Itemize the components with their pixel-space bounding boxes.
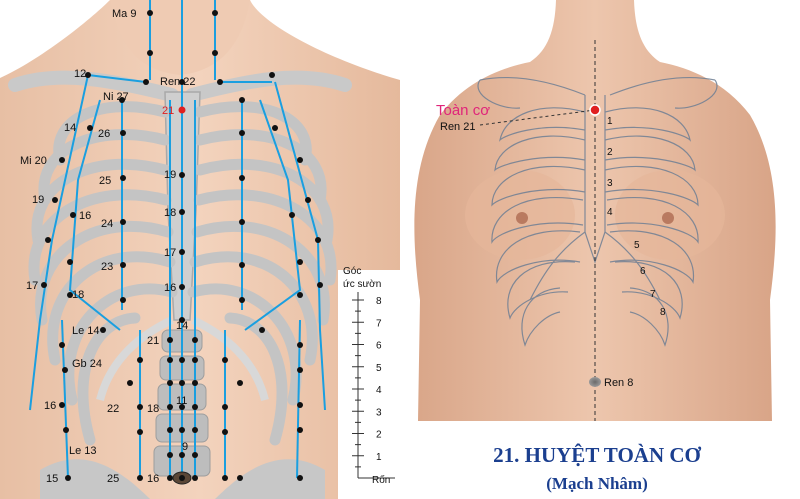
- label-18-lower: 18: [147, 403, 159, 415]
- svg-text:5: 5: [634, 240, 640, 251]
- label-21-lower: 21: [147, 335, 159, 347]
- scale-title-line1: Góc: [343, 266, 361, 277]
- scale-tick-label: 4: [376, 385, 382, 396]
- label-mi20: Mi 20: [20, 155, 47, 167]
- label-21-red: 21: [162, 105, 174, 117]
- label-ma9: Ma 9: [112, 8, 136, 20]
- right-torso-panel: Toàn cơ Ren 21 1 2 3 4 5 6 7 8 Ren 8: [400, 0, 800, 421]
- navel-point-label: Ren 8: [604, 377, 633, 389]
- scale-tick-label: 2: [376, 430, 382, 441]
- scale-tick-label: 7: [376, 318, 382, 329]
- label-17-side: 17: [26, 280, 38, 292]
- scale-tick-label: 8: [376, 296, 382, 307]
- label-25-lower: 25: [107, 473, 119, 485]
- label-16-center: 16: [164, 282, 176, 294]
- label-19-side: 19: [32, 194, 44, 206]
- svg-text:4: 4: [607, 207, 613, 218]
- label-18-upper: 18: [164, 207, 176, 219]
- label-26: 26: [98, 128, 110, 140]
- label-9: 9: [182, 441, 188, 453]
- costal-angle-scale: Góc ức sườn 8 7 6 5 4 3 2 1 Rốn: [338, 266, 400, 499]
- scale-title-line2: ức sườn: [343, 279, 381, 290]
- svg-text:2: 2: [607, 147, 613, 158]
- svg-text:7: 7: [650, 289, 656, 300]
- point-name-label: Toàn cơ: [436, 102, 490, 119]
- label-le13: Le 13: [69, 445, 97, 457]
- ren21-point-left: [178, 106, 186, 114]
- label-12: 12: [74, 68, 86, 80]
- label-15: 15: [46, 473, 58, 485]
- label-14-center: 14: [176, 320, 188, 332]
- toan-co-point: [589, 104, 601, 116]
- svg-text:3: 3: [607, 178, 613, 189]
- point-code-label: Ren 21: [440, 121, 475, 133]
- label-ren22: Ren 22: [160, 76, 195, 88]
- label-14: 14: [64, 122, 76, 134]
- label-19-upper: 19: [164, 169, 176, 181]
- scale-tick-label: 5: [376, 363, 382, 374]
- label-22: 22: [107, 403, 119, 415]
- label-23: 23: [101, 261, 113, 273]
- label-24: 24: [101, 218, 113, 230]
- scale-tick-label: 3: [376, 407, 382, 418]
- label-11: 11: [176, 395, 187, 407]
- label-16-lower: 16: [147, 473, 159, 485]
- label-25-upper: 25: [99, 175, 111, 187]
- label-16-side: 16: [44, 400, 56, 412]
- svg-text:8: 8: [660, 307, 666, 318]
- label-16-upper: 16: [79, 210, 91, 222]
- scale-tick-label: 1: [376, 452, 382, 463]
- left-acupoints: [41, 10, 323, 481]
- rib-numbers: 1 2 3 4 5 6 7 8: [607, 116, 666, 318]
- label-18-side: 18: [72, 289, 84, 301]
- left-point-labels: Ma 9 12 Ren 22 Ni 27 21 14 26 Mi 20 25 1…: [20, 8, 195, 485]
- scale-navel-label: Rốn: [372, 474, 390, 486]
- scale-tick-label: 6: [376, 341, 382, 352]
- label-le14: Le 14: [72, 325, 100, 337]
- page-subtitle: (Mạch Nhâm): [546, 474, 648, 493]
- svg-text:6: 6: [640, 266, 646, 277]
- svg-text:1: 1: [607, 116, 613, 127]
- label-17-center: 17: [164, 247, 176, 259]
- label-gb24: Gb 24: [72, 358, 102, 370]
- page-title: 21. HUYỆT TOÀN CƠ: [493, 443, 701, 467]
- navel-right: [589, 377, 601, 387]
- label-ni27: Ni 27: [103, 91, 129, 103]
- left-torso-panel: Ma 9 12 Ren 22 Ni 27 21 14 26 Mi 20 25 1…: [0, 0, 400, 499]
